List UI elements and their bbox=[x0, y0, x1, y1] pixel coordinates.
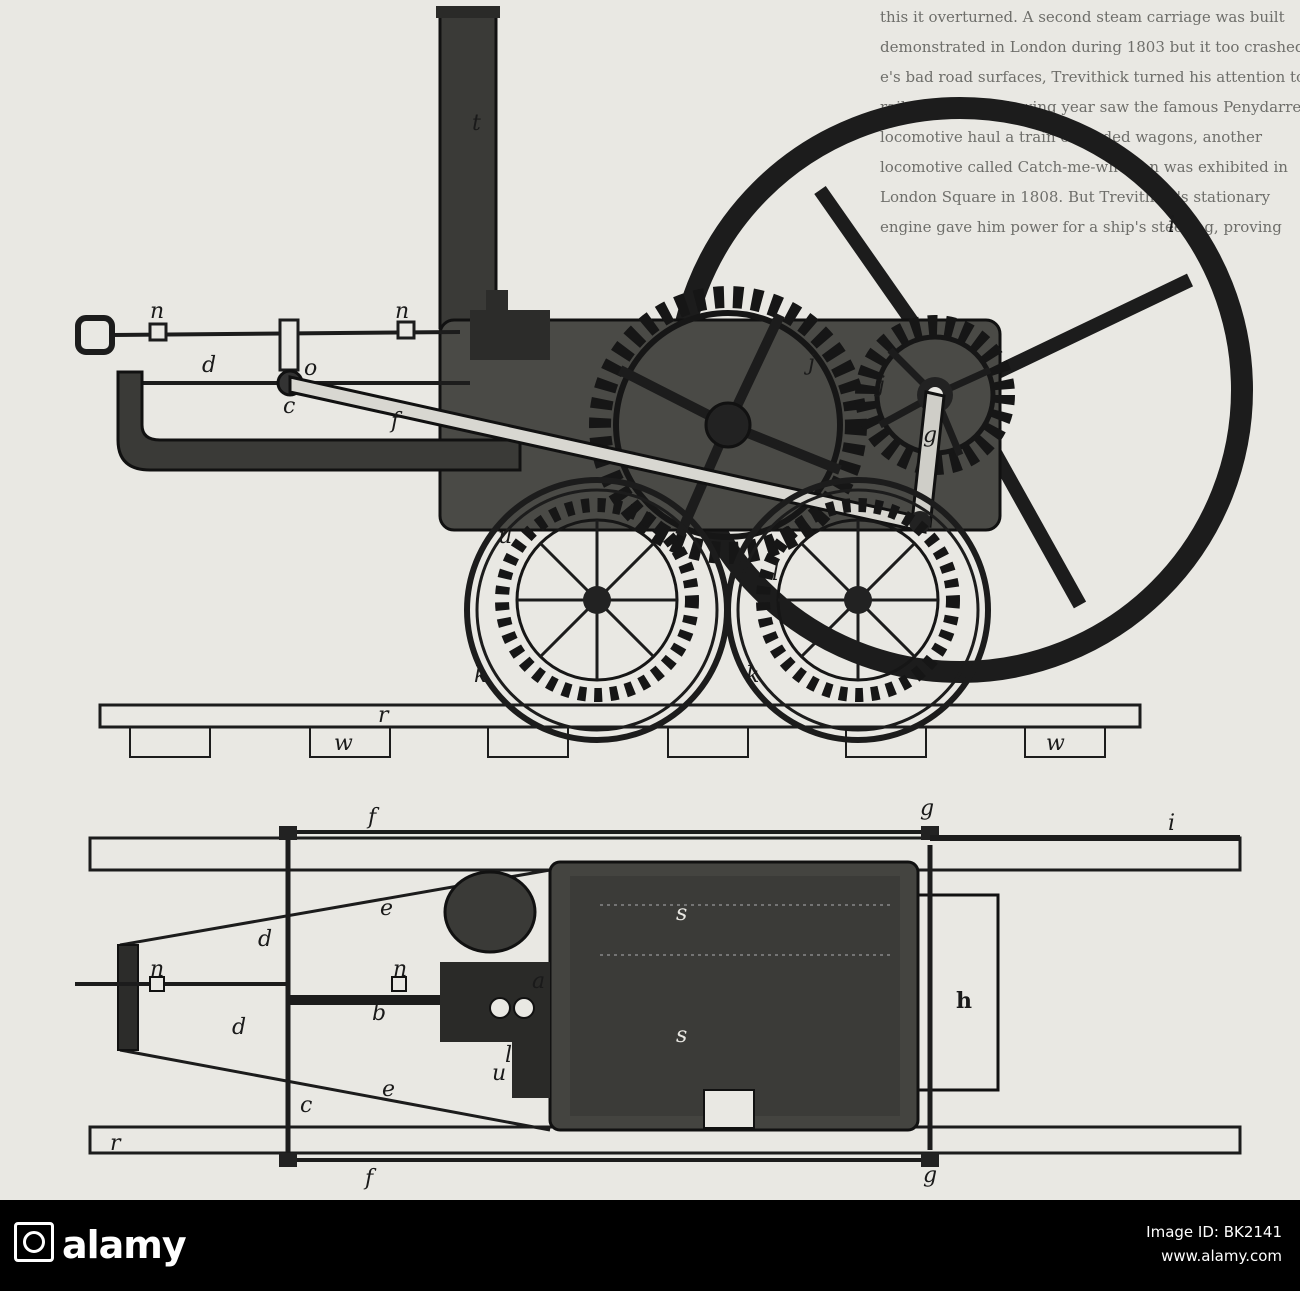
alamy-logo-icon bbox=[14, 1222, 54, 1262]
label-n-left: n bbox=[150, 299, 164, 324]
image-info: Image ID: BK2141 www.alamy.com bbox=[1146, 1220, 1282, 1268]
label-plan-l: l bbox=[505, 1043, 512, 1068]
background-text: this it overturned. A second steam carri… bbox=[880, 8, 1300, 236]
label-k-right: k bbox=[746, 663, 759, 688]
site-url: www.alamy.com bbox=[1161, 1247, 1282, 1265]
label-u: u bbox=[498, 524, 512, 549]
label-plan-i: i bbox=[1168, 811, 1175, 836]
bg-text-line: this it overturned. A second steam carri… bbox=[880, 8, 1285, 26]
right-driving-wheel bbox=[725, 477, 991, 743]
label-w-right: w bbox=[1046, 731, 1065, 756]
watermark-footer: alamy Image ID: BK2141 www.alamy.com bbox=[0, 1200, 1300, 1291]
label-k-left: k bbox=[474, 663, 487, 688]
plan-view: f g i e s d n n a b d s h l u e c r f g bbox=[75, 796, 1242, 1191]
engraving-plate: this it overturned. A second steam carri… bbox=[75, 6, 1300, 1191]
alamy-logo: alamy bbox=[14, 1222, 187, 1267]
bg-text-line: e's bad road surfaces, Trevithick turned… bbox=[880, 68, 1300, 86]
label-c: c bbox=[283, 394, 295, 419]
label-t: t bbox=[472, 111, 481, 136]
chimney bbox=[436, 6, 500, 330]
label-d: d bbox=[202, 353, 216, 378]
label-l: l bbox=[772, 561, 779, 586]
left-driving-wheel bbox=[464, 477, 730, 743]
label-plan-s-lower: s bbox=[676, 1023, 687, 1048]
brand-name: alamy bbox=[62, 1223, 187, 1267]
elevation-view: t i j j g n n o d c f u l k k r w w bbox=[75, 6, 1253, 758]
large-gear bbox=[589, 286, 867, 564]
valve-rod-assembly bbox=[75, 315, 927, 534]
image-id: Image ID: BK2141 bbox=[1146, 1223, 1282, 1241]
locomotive-engraving: this it overturned. A second steam carri… bbox=[75, 6, 1300, 1191]
label-plan-d-lower: d bbox=[232, 1015, 246, 1040]
bg-text-line: locomotive called Catch-me-who-can was e… bbox=[880, 158, 1288, 176]
label-n-right: n bbox=[395, 299, 409, 324]
label-plan-e-bottom: e bbox=[382, 1077, 395, 1102]
label-plan-e-top: e bbox=[380, 896, 393, 921]
label-o: o bbox=[304, 356, 317, 381]
label-plan-n-mid: n bbox=[393, 957, 407, 982]
label-plan-n-left: n bbox=[150, 957, 164, 982]
bg-text-line: demonstrated in London during 1803 but i… bbox=[880, 38, 1300, 56]
bg-text-line: engine gave him power for a ship's steer… bbox=[880, 218, 1282, 236]
label-w-left: w bbox=[334, 731, 353, 756]
label-i: i bbox=[1168, 213, 1175, 238]
label-plan-r: r bbox=[110, 1131, 122, 1156]
label-g: g bbox=[923, 423, 937, 448]
rail-elevation bbox=[98, 703, 1142, 758]
label-plan-s-top: s bbox=[676, 901, 687, 926]
label-plan-f-top: f bbox=[366, 805, 380, 830]
bg-text-line: London Square in 1808. But Trevithick's … bbox=[880, 188, 1271, 206]
label-plan-g-top: g bbox=[920, 796, 934, 821]
label-plan-d-upper: d bbox=[258, 927, 272, 952]
label-plan-a: a bbox=[532, 969, 545, 994]
label-plan-h: h bbox=[956, 988, 972, 1014]
label-plan-b: b bbox=[372, 1001, 386, 1026]
label-plan-u: u bbox=[492, 1061, 506, 1086]
label-plan-g-bottom: g bbox=[923, 1163, 937, 1188]
label-plan-f-bottom: f bbox=[363, 1166, 377, 1191]
label-r: r bbox=[378, 703, 390, 728]
label-plan-c: c bbox=[300, 1093, 312, 1118]
